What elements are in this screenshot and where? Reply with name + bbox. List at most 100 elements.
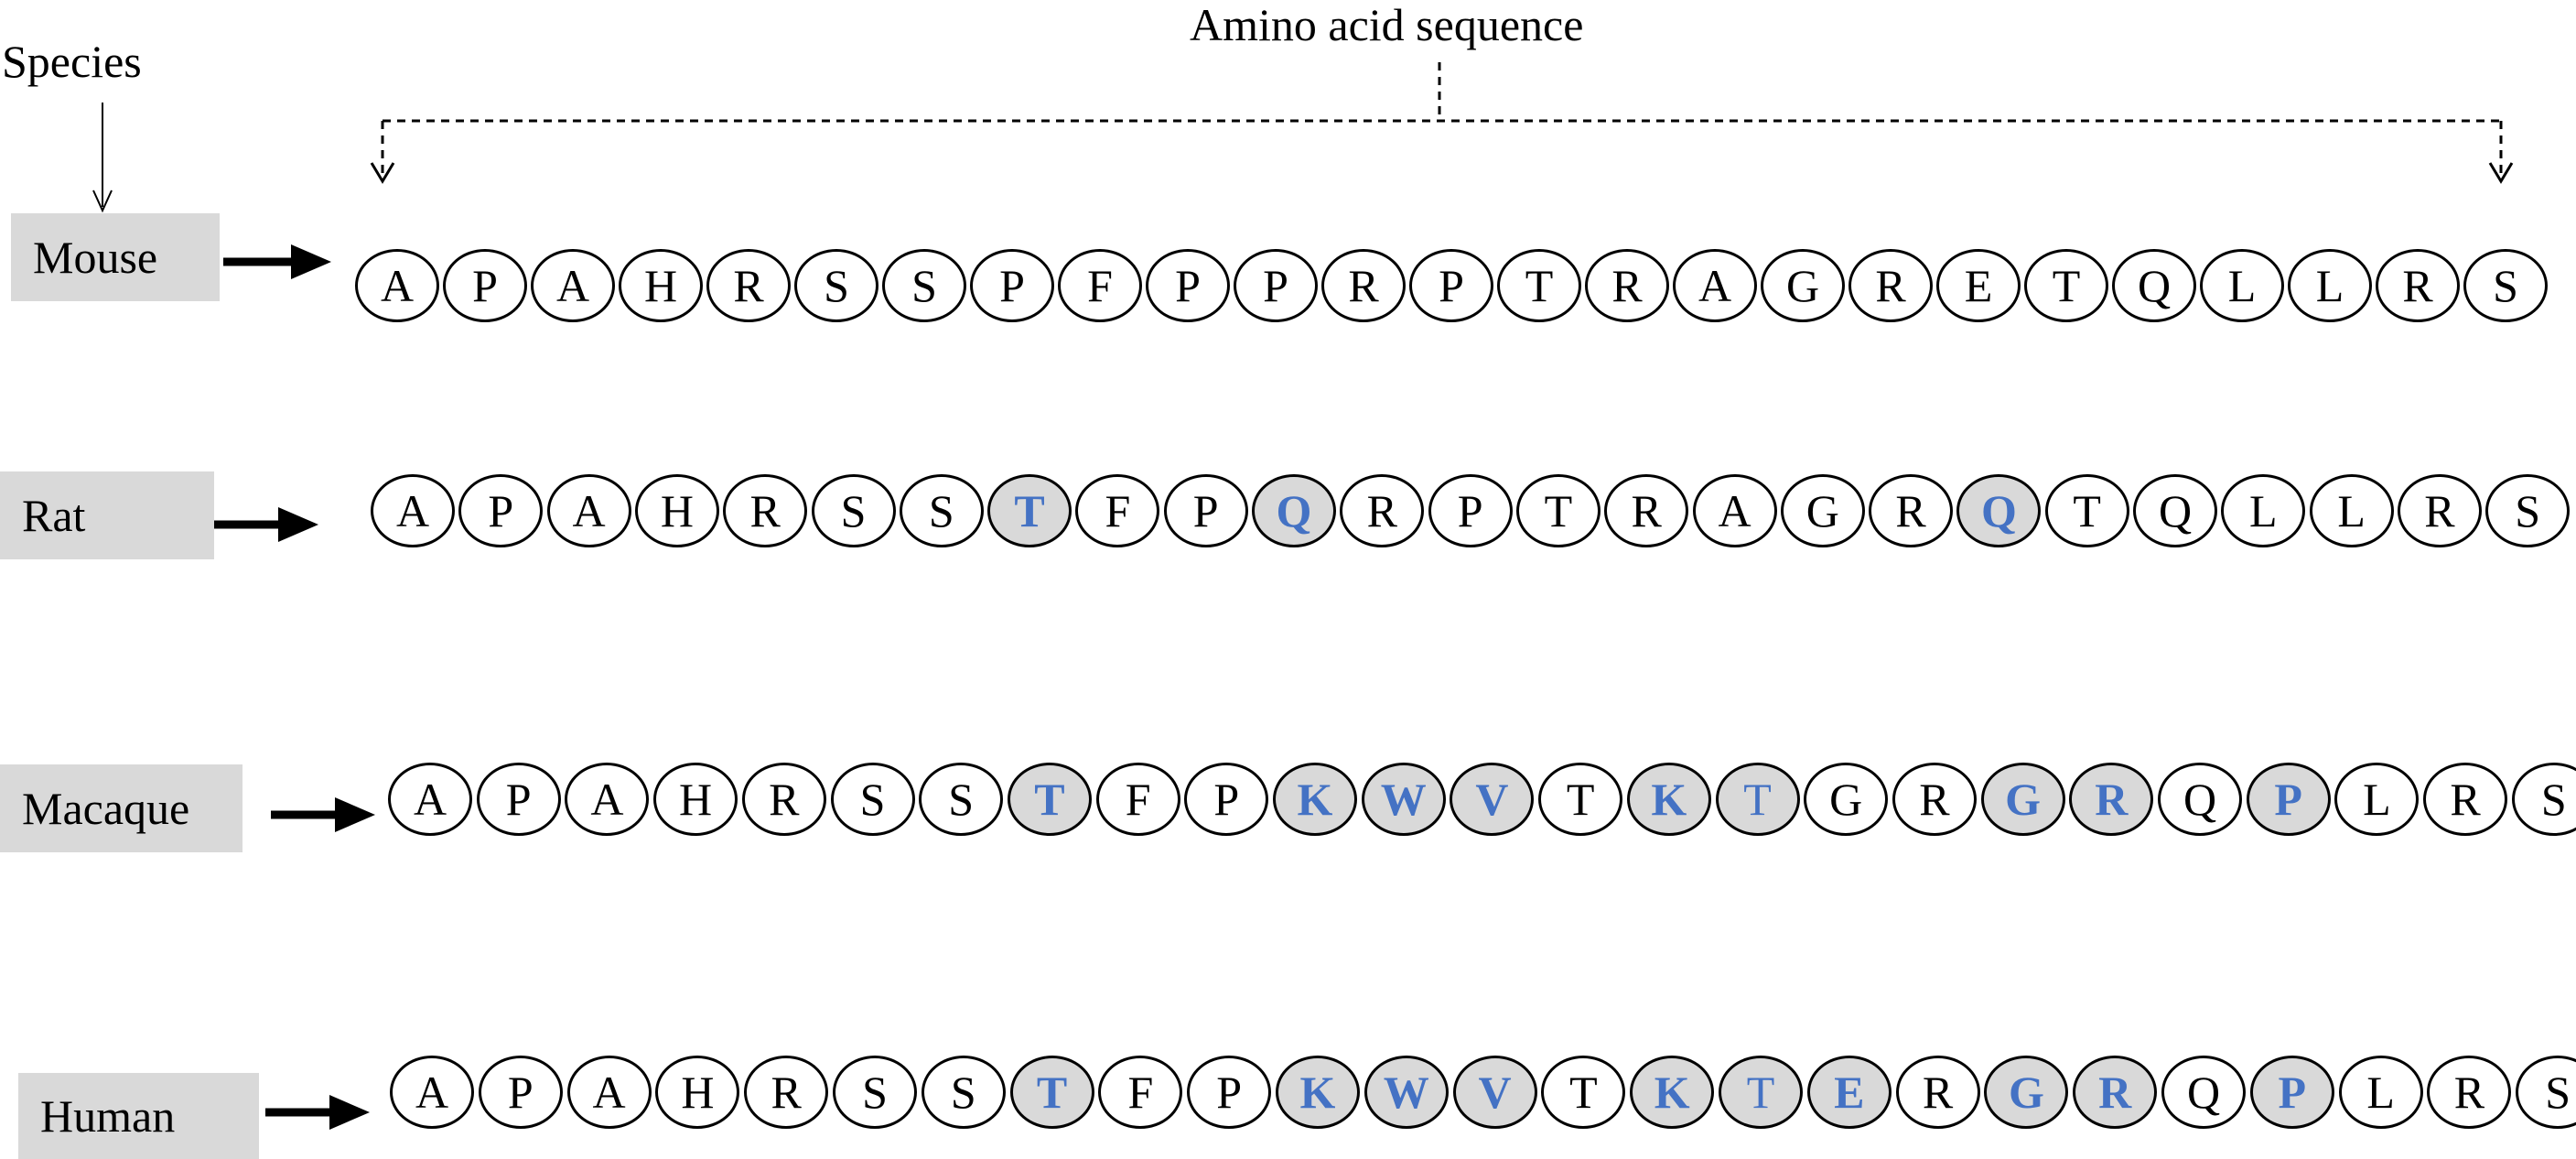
residue: R	[1604, 474, 1689, 547]
substituted-residue: W	[1361, 763, 1446, 836]
residue: A	[565, 763, 650, 836]
residue: H	[619, 249, 703, 322]
substituted-residue: T	[1009, 1056, 1094, 1129]
substituted-residue: Q	[1252, 474, 1336, 547]
residue: P	[1163, 474, 1248, 547]
residue: T	[2044, 474, 2129, 547]
residue: S	[2485, 474, 2571, 547]
residue: T	[2024, 249, 2108, 322]
residue: R	[1848, 249, 1933, 322]
residue: R	[2397, 474, 2482, 547]
substituted-residue: P	[2246, 763, 2331, 836]
residue: H	[653, 763, 738, 836]
row-arrow-head	[278, 507, 318, 542]
residue: R	[1321, 249, 1406, 322]
substituted-residue: W	[1363, 1056, 1449, 1129]
row-arrow-head	[291, 244, 331, 279]
substituted-residue: R	[2069, 763, 2154, 836]
residue: P	[443, 249, 527, 322]
species-label-box: Rat	[0, 471, 214, 559]
substituted-residue: Q	[1956, 474, 2042, 547]
bracket-left-arrowhead	[370, 162, 395, 184]
residue: Q	[2158, 763, 2242, 836]
residue: T	[1541, 1056, 1626, 1129]
residue: R	[1892, 763, 1977, 836]
residue: P	[1409, 249, 1493, 322]
species-label-box: Macaque	[0, 764, 243, 852]
substituted-residue: K	[1630, 1056, 1715, 1129]
species-label-box: Mouse	[11, 213, 220, 301]
residue: R	[1585, 249, 1669, 322]
residue: H	[634, 474, 719, 547]
residue: R	[744, 1056, 829, 1129]
residue: P	[476, 763, 561, 836]
residue: A	[531, 249, 615, 322]
residue: S	[2516, 1056, 2576, 1129]
residue: R	[741, 763, 826, 836]
residue: A	[371, 474, 455, 547]
residue: P	[458, 474, 544, 547]
residue: T	[1515, 474, 1601, 547]
residue: L	[2338, 1056, 2423, 1129]
residue: P	[1146, 249, 1230, 322]
residue: R	[2423, 763, 2508, 836]
residue: S	[899, 474, 984, 547]
substituted-residue: T	[1719, 1056, 1803, 1129]
residue: S	[921, 1056, 1006, 1129]
residue: L	[2288, 249, 2372, 322]
residue: A	[1673, 249, 1757, 322]
row-arrow-head	[335, 797, 375, 832]
sequence-header-label: Amino acid sequence	[1190, 0, 1584, 50]
residue: F	[1075, 474, 1160, 547]
substituted-residue: P	[2249, 1056, 2334, 1129]
residue: F	[1098, 1056, 1183, 1129]
residue: T	[1538, 763, 1623, 836]
residue: S	[2463, 249, 2548, 322]
residue: P	[478, 1056, 563, 1129]
residue: T	[1497, 249, 1581, 322]
residue: R	[1895, 1056, 1980, 1129]
residue: S	[794, 249, 878, 322]
row-arrow-head	[329, 1095, 370, 1130]
residue: G	[1761, 249, 1845, 322]
residue: R	[1340, 474, 1425, 547]
species-label-box: Human	[18, 1073, 259, 1159]
residue: G	[1804, 763, 1889, 836]
residue: G	[1780, 474, 1865, 547]
residue: S	[830, 763, 915, 836]
residue: P	[1428, 474, 1513, 547]
residue: L	[2309, 474, 2394, 547]
residue: S	[2511, 763, 2576, 836]
substituted-residue: T	[1007, 763, 1092, 836]
residue: R	[723, 474, 808, 547]
residue: S	[919, 763, 1004, 836]
residue: R	[706, 249, 791, 322]
substituted-residue: G	[1980, 763, 2065, 836]
species-pointer-arrowhead	[92, 190, 113, 213]
species-header-label: Species	[2, 36, 142, 87]
residue: P	[1184, 763, 1269, 836]
residue: S	[833, 1056, 917, 1129]
residue: S	[811, 474, 896, 547]
residue: Q	[2112, 249, 2196, 322]
residue: L	[2221, 474, 2306, 547]
residue: A	[355, 249, 439, 322]
residue: P	[1187, 1056, 1272, 1129]
residue: R	[1869, 474, 1954, 547]
residue: F	[1095, 763, 1180, 836]
residue: R	[2427, 1056, 2512, 1129]
residue: F	[1058, 249, 1142, 322]
substituted-residue: G	[1984, 1056, 2069, 1129]
residue: R	[2376, 249, 2460, 322]
residue: A	[390, 1056, 474, 1129]
substituted-residue: V	[1450, 763, 1535, 836]
substituted-residue: K	[1273, 763, 1357, 836]
substituted-residue: K	[1276, 1056, 1360, 1129]
residue: H	[655, 1056, 740, 1129]
substituted-residue: T	[987, 474, 1072, 547]
residue: E	[1936, 249, 2021, 322]
residue: Q	[2161, 1056, 2246, 1129]
residue: P	[970, 249, 1054, 322]
